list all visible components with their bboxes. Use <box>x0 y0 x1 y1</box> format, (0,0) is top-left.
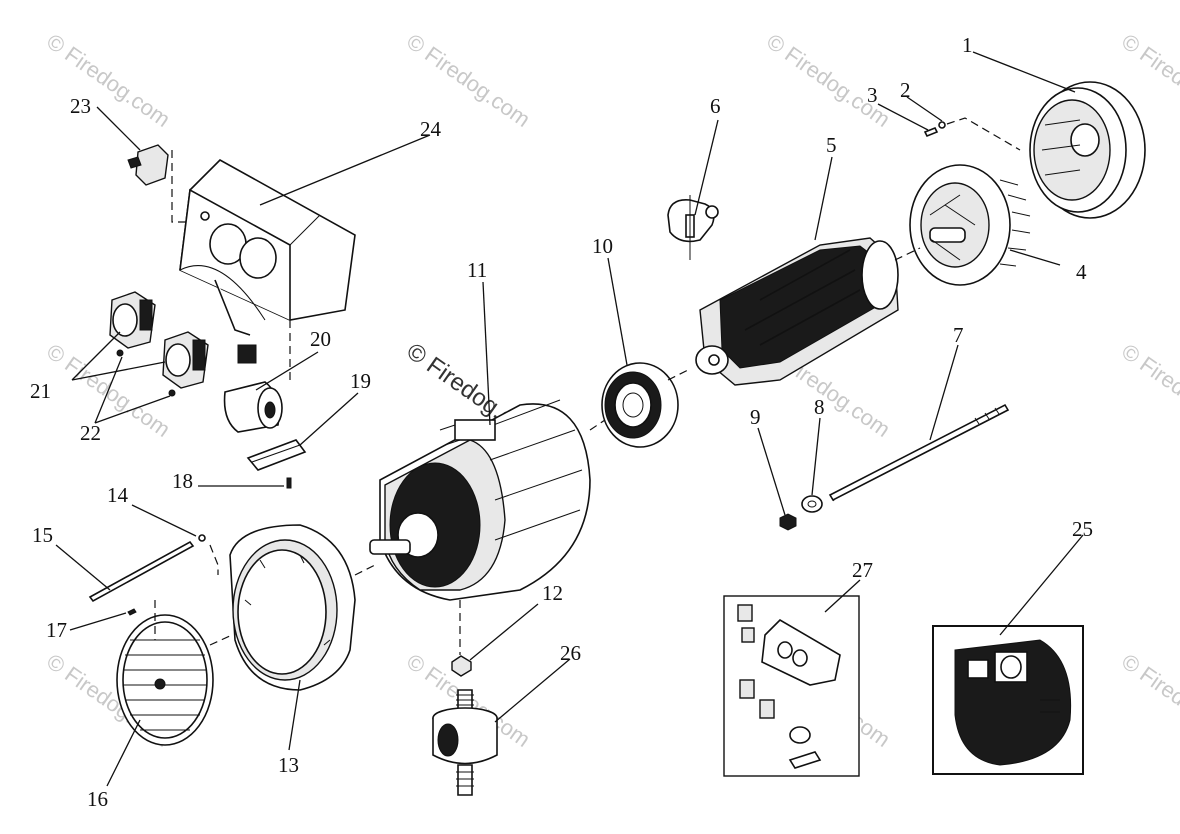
watermark: © Firedog.com <box>762 29 895 132</box>
callout-20: 20 <box>310 327 331 351</box>
callout-2: 2 <box>900 78 911 102</box>
callout-23: 23 <box>70 94 91 118</box>
generator-assembly-icon <box>932 625 1084 775</box>
callout-5: 5 <box>826 133 837 157</box>
callout-16: 16 <box>87 787 108 811</box>
callout-3: 3 <box>867 83 878 107</box>
assembly-axis <box>209 247 921 655</box>
shroud-icon <box>229 524 356 691</box>
outlet-icon <box>162 331 209 389</box>
callout-1: 1 <box>962 33 973 57</box>
callout-labels: 1 2 3 4 5 6 7 8 9 10 11 12 13 14 15 16 1… <box>30 33 1093 811</box>
callout-4: 4 <box>1076 260 1087 284</box>
callout-13: 13 <box>278 753 299 777</box>
callout-26: 26 <box>560 641 581 665</box>
callout-21: 21 <box>30 379 51 403</box>
callout-22: 22 <box>80 421 101 445</box>
watermark: © Firedog.com <box>42 29 175 132</box>
callout-14: 14 <box>107 483 129 507</box>
callout-19: 19 <box>350 369 371 393</box>
vibration-mount-icon <box>432 689 498 796</box>
screw-icon <box>116 349 176 397</box>
diode-icon <box>667 195 719 260</box>
callout-10: 10 <box>592 234 613 258</box>
rotor-icon <box>695 237 899 386</box>
through-bolt-icon <box>88 534 206 603</box>
outlet-icon <box>109 291 156 349</box>
callout-6: 6 <box>710 94 721 118</box>
panel-assembly-icon <box>723 595 860 777</box>
callout-18: 18 <box>172 469 193 493</box>
through-bolt-icon <box>828 403 1010 502</box>
bracket-icon <box>246 439 307 471</box>
callout-24: 24 <box>420 117 442 141</box>
nut-icon <box>779 513 797 531</box>
callout-12: 12 <box>542 581 563 605</box>
screw-icon <box>286 477 292 489</box>
callout-17: 17 <box>46 618 67 642</box>
capacitor-icon <box>223 381 283 433</box>
watermark: © Firedog.com <box>1117 649 1180 752</box>
screw-icon <box>923 117 1021 151</box>
washer-icon <box>801 495 823 513</box>
leader-lines <box>55 51 1084 787</box>
callout-15: 15 <box>32 523 53 547</box>
fan-icon <box>909 164 1031 286</box>
breaker-icon <box>127 144 200 223</box>
callout-25: 25 <box>1072 517 1093 541</box>
callout-8: 8 <box>814 395 825 419</box>
stator-icon <box>369 399 591 601</box>
watermark: © Firedog.com <box>1117 339 1180 442</box>
grille-icon <box>116 614 214 746</box>
callout-27: 27 <box>852 558 873 582</box>
control-panel-icon <box>179 159 356 380</box>
bearing-icon <box>601 362 679 448</box>
nut-icon <box>451 655 472 677</box>
callout-9: 9 <box>750 405 761 429</box>
end-cover-icon <box>1029 81 1146 219</box>
callout-7: 7 <box>953 323 964 347</box>
callout-11: 11 <box>467 258 487 282</box>
screw-icon <box>127 600 156 640</box>
